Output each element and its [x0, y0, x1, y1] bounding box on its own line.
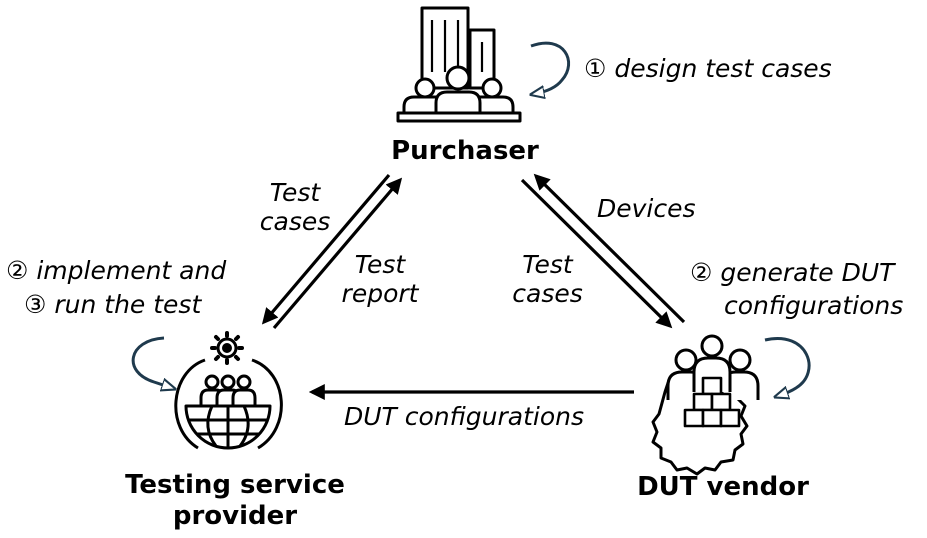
- edge-dut-configurations-label: DUT configurations: [344, 402, 585, 431]
- step-generate-label-line2: configurations: [724, 291, 904, 320]
- testing-service-label-line1: Testing service: [125, 470, 345, 500]
- testing-loop-arrow: [131, 336, 172, 388]
- edge-test-report-line1: Test: [354, 250, 406, 279]
- purchaser-loop-arrow: [531, 41, 571, 94]
- edge-test-cases-left-line1: Test: [269, 178, 321, 207]
- step-implement-label: ② implement and: [6, 256, 227, 285]
- step-design-label: ① design test cases: [584, 54, 832, 83]
- test-cases-to-vendor-arrow: [520, 178, 673, 329]
- test-cases-to-testing-arrow: [261, 173, 391, 325]
- edge-devices-label: Devices: [597, 194, 696, 223]
- dut-vendor-label: DUT vendor: [637, 472, 809, 502]
- step-run-label: ③ run the test: [24, 290, 202, 319]
- edge-test-cases-right-line2: cases: [512, 279, 583, 308]
- devices-to-purchaser-arrow: [533, 173, 686, 324]
- purchaser-label: Purchaser: [391, 136, 539, 166]
- edge-arrows: [261, 173, 686, 400]
- dut-vendor-loop-arrow: [764, 337, 811, 396]
- edge-test-report-line2: report: [341, 279, 419, 308]
- test-report-to-purchaser-arrow: [272, 177, 403, 330]
- purchaser-icon: [396, 6, 522, 123]
- dut-vendor-icon: [651, 334, 760, 476]
- testing-service-label: Testing service provider: [120, 470, 350, 532]
- edge-test-cases-left-label: Test cases: [250, 178, 340, 236]
- testing-service-label-line2: provider: [172, 501, 298, 531]
- edge-test-cases-right-label: Test cases: [500, 250, 595, 308]
- edge-test-cases-right-line1: Test: [522, 250, 573, 279]
- testing-service-icon: [174, 331, 283, 450]
- step-generate-label: ② generate DUT: [690, 258, 895, 287]
- edge-test-report-label: Test report: [330, 250, 430, 308]
- edge-test-cases-left-line2: cases: [259, 207, 331, 236]
